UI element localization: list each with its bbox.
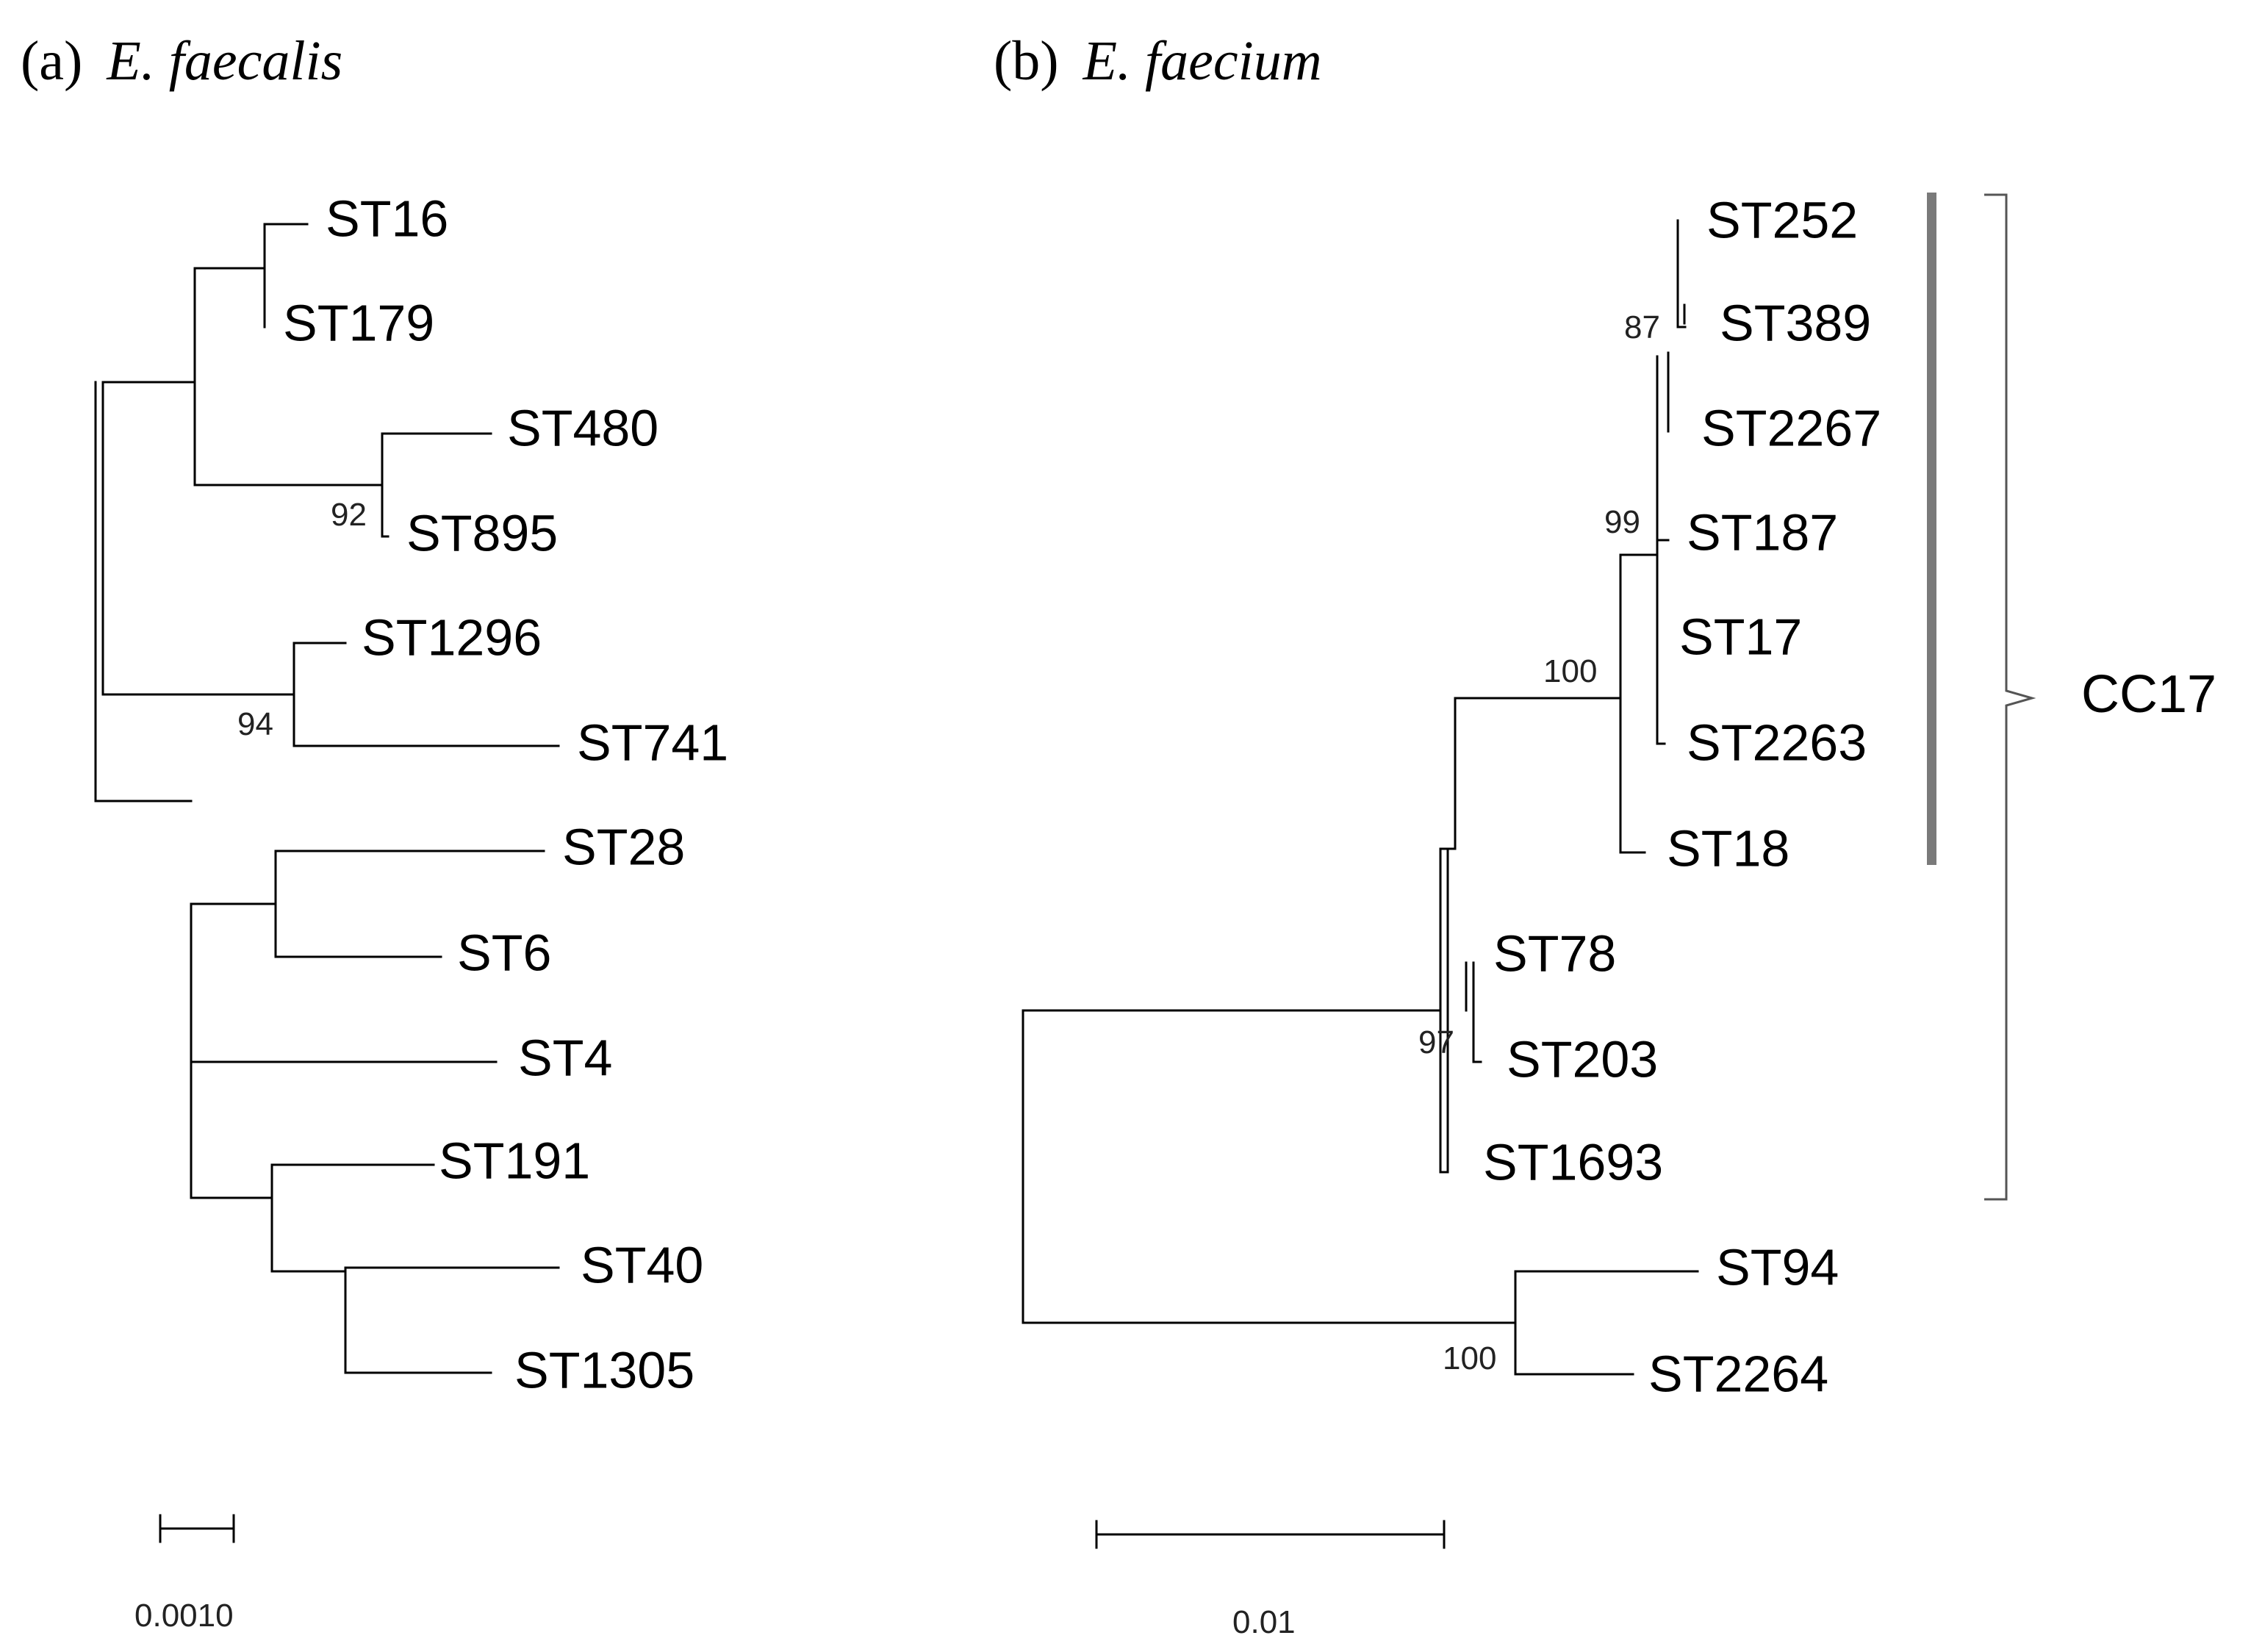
tip-label: ST2264 bbox=[1648, 1345, 1828, 1402]
clade-label-cc17: CC17 bbox=[2081, 665, 2216, 724]
panel-a-branches bbox=[94, 223, 560, 1374]
panel-a-support-values: 92 94 bbox=[237, 497, 367, 742]
branch-st28-st6 bbox=[274, 850, 545, 958]
tip-label: ST16 bbox=[326, 190, 448, 247]
panel-a-title: (a) E. faecalis bbox=[21, 30, 342, 92]
panel-b-title-prefix: (b) bbox=[994, 30, 1059, 92]
tip-label: ST17 bbox=[1679, 608, 1802, 665]
branch-ab-a bbox=[193, 267, 384, 486]
tip-label: ST480 bbox=[507, 399, 658, 456]
branch-st480-st895 bbox=[381, 432, 492, 538]
panel-b-title: (b) E. faecium bbox=[994, 30, 1322, 92]
panel-a-scale-bar: 0.0010 bbox=[134, 1514, 235, 1634]
branch-st40-st1305 bbox=[344, 1266, 560, 1374]
tip-label: ST6 bbox=[457, 924, 551, 981]
tip-label: ST94 bbox=[1716, 1238, 1839, 1296]
branch-st78-st203 bbox=[1446, 847, 1482, 1174]
branch-st252-st389 bbox=[1667, 219, 1687, 433]
panel-b-scale-bar: 0.01 bbox=[1095, 1520, 1446, 1640]
scale-bar-a bbox=[159, 1514, 235, 1543]
tip-label: ST4 bbox=[518, 1029, 612, 1086]
support-value: 99 bbox=[1604, 504, 1640, 540]
tip-label: ST40 bbox=[581, 1236, 703, 1293]
panel-b-tip-labels: ST252 ST389 ST2267 ST187 ST17 ST2263 ST1… bbox=[1483, 191, 1881, 1402]
tip-label: ST1305 bbox=[514, 1341, 694, 1398]
branch-st16-st179 bbox=[263, 223, 309, 328]
tip-label: ST2267 bbox=[1701, 399, 1881, 456]
scale-bar-b bbox=[1095, 1520, 1446, 1549]
branch-st191-group bbox=[270, 1163, 435, 1273]
tip-label: ST895 bbox=[406, 504, 558, 561]
tip-label: ST28 bbox=[562, 818, 685, 875]
tip-label: ST741 bbox=[577, 714, 728, 771]
panel-a-tip-labels: ST16 ST179 ST480 ST895 ST1296 ST741 ST28… bbox=[283, 190, 728, 1398]
panel-b-branches bbox=[1022, 219, 1699, 1376]
branch-root-b bbox=[1022, 1009, 1517, 1324]
tip-label: ST2263 bbox=[1687, 714, 1867, 771]
clade-bracket bbox=[1984, 193, 2036, 1201]
tip-label: ST78 bbox=[1493, 924, 1616, 982]
panel-b-support-values: 87 99 100 97 100 bbox=[1418, 309, 1660, 1376]
support-value: 100 bbox=[1443, 1340, 1496, 1376]
branch-cc17-inner bbox=[1454, 697, 1622, 850]
tip-label: ST203 bbox=[1507, 1030, 1658, 1088]
branch-st1296-st741 bbox=[292, 642, 560, 747]
tip-label: ST252 bbox=[1706, 191, 1858, 248]
tip-label: ST18 bbox=[1667, 819, 1789, 877]
branch-lower-a bbox=[190, 902, 498, 1199]
tip-label: ST187 bbox=[1687, 503, 1838, 561]
support-value: 94 bbox=[237, 706, 273, 742]
support-value: 87 bbox=[1624, 309, 1660, 345]
support-value: 100 bbox=[1543, 653, 1597, 689]
panel-a-title-species: E. faecalis bbox=[106, 30, 342, 92]
branch-st18 bbox=[1619, 553, 1659, 854]
branch-root-a bbox=[94, 381, 193, 802]
scale-label-a: 0.0010 bbox=[134, 1598, 234, 1634]
panel-b-title-species: E. faecium bbox=[1083, 30, 1322, 92]
panel-a-title-prefix: (a) bbox=[21, 30, 82, 92]
branch-st94-st2264 bbox=[1514, 1270, 1699, 1376]
scale-label-b: 0.01 bbox=[1232, 1604, 1296, 1640]
branch-upper-b bbox=[1656, 355, 1670, 745]
panel-b: (b) E. faecium ST252 ST389 ST2267 ST187 … bbox=[994, 30, 2216, 1640]
tip-label: ST389 bbox=[1720, 294, 1871, 351]
tip-label: ST191 bbox=[439, 1132, 590, 1189]
panel-a: (a) E. faecalis ST16 ST179 ST480 ST8 bbox=[21, 30, 728, 1634]
branch-upper-a bbox=[101, 381, 295, 696]
tip-label: ST1693 bbox=[1483, 1133, 1663, 1190]
tip-label: ST1296 bbox=[362, 608, 542, 666]
tip-label: ST179 bbox=[283, 294, 434, 351]
support-value: 92 bbox=[331, 497, 367, 533]
support-value: 97 bbox=[1418, 1024, 1454, 1060]
clade-highlight-bar bbox=[1927, 193, 1936, 865]
